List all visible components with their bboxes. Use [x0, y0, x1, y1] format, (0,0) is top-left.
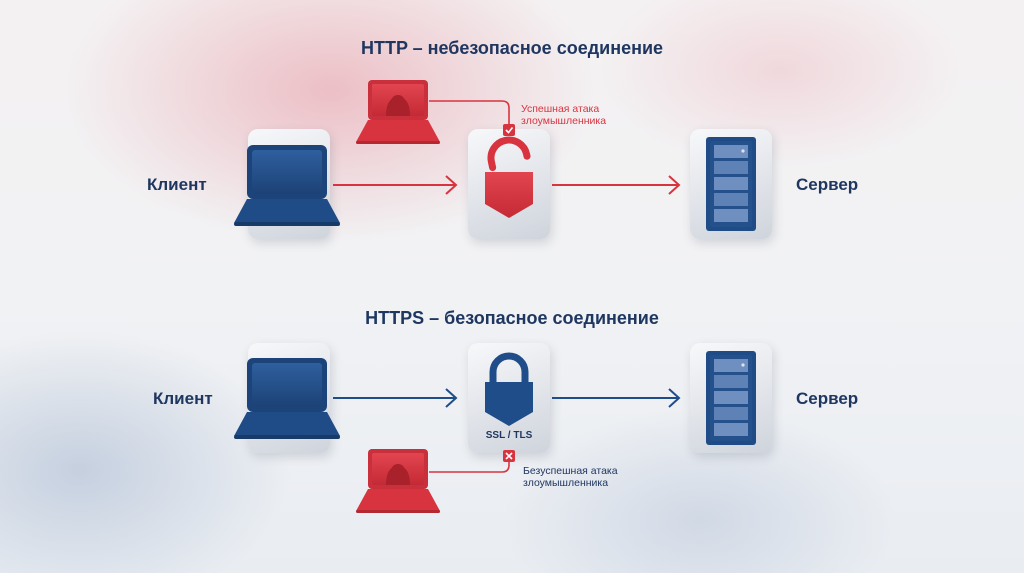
http-attack-line — [429, 100, 515, 136]
https-hacker-laptop-icon — [356, 449, 440, 513]
https-attack-note-line1: Безуспешная атака — [523, 465, 618, 477]
http-arrow-proxy-server — [552, 175, 681, 195]
http-server-icon — [706, 137, 756, 231]
check-icon — [505, 127, 514, 134]
http-client-label: Клиент — [147, 175, 207, 194]
open-padlock-icon — [485, 136, 533, 218]
https-attack-note-line2: злоумышленника — [523, 477, 609, 489]
http-section-title: HTTP – небезопасное соединение — [360, 38, 664, 58]
http-client-laptop-icon — [234, 145, 340, 226]
http-attack-note: Успешная атака злоумышленника — [521, 103, 606, 127]
cross-icon — [505, 452, 513, 460]
https-client-label: Клиент — [153, 389, 213, 408]
https-server-label: Сервер — [796, 389, 859, 408]
http-server-label: Сервер — [796, 175, 859, 194]
http-attack-note-line2: злоумышленника — [521, 115, 607, 127]
closed-padlock-icon — [485, 352, 533, 426]
https-arrow-client-proxy — [333, 388, 458, 408]
http-attack-note-line1: Успешная атака — [521, 103, 600, 115]
http-arrow-client-proxy — [333, 175, 458, 195]
http-hacker-laptop-icon — [356, 80, 440, 144]
ssl-tls-label: SSL / TLS — [485, 430, 533, 441]
https-server-icon — [706, 351, 756, 445]
https-attack-note: Безуспешная атака злоумышленника — [523, 465, 618, 489]
https-section-title: HTTPS – безопасное соединение — [365, 308, 659, 328]
https-attack-line — [429, 450, 515, 473]
https-client-laptop-icon — [234, 358, 340, 439]
https-arrow-proxy-server — [552, 388, 681, 408]
